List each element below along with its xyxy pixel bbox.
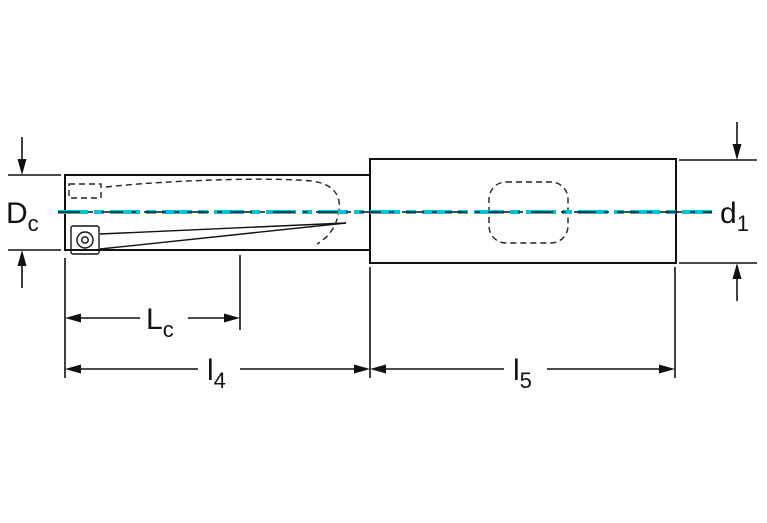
arrowhead-down: [17, 159, 27, 175]
dimension-l4: l4: [65, 354, 370, 393]
insert-screw-center: [81, 236, 89, 244]
hidden-insert-pocket: [68, 183, 102, 199]
arrowhead-right: [659, 364, 675, 374]
label-d1: d1: [720, 197, 749, 236]
arrowhead-up: [17, 250, 27, 266]
insert-screw: [76, 231, 94, 249]
arrowhead-left: [370, 364, 386, 374]
flute-edge-lower: [99, 222, 347, 250]
arrowhead-right: [224, 313, 240, 323]
arrowhead-left: [65, 313, 81, 323]
arrowhead-up: [732, 263, 742, 279]
arrowhead-down: [732, 144, 742, 160]
drill-tool: [64, 158, 677, 264]
arrowhead-left: [65, 364, 81, 374]
label-l5: l5: [513, 354, 532, 393]
arrowhead-right: [354, 364, 370, 374]
label-Dc: Dc: [6, 197, 39, 236]
label-l4: l4: [207, 354, 226, 393]
label-Lc: Lc: [146, 303, 174, 342]
dimension-Dc: Dc: [6, 137, 61, 288]
dimension-d1: d1: [679, 122, 757, 301]
dimension-l5: l5: [370, 354, 675, 393]
flute-edge-upper: [99, 222, 347, 235]
dimension-Lc: Lc: [65, 303, 240, 342]
hidden-flute-curve: [105, 178, 341, 245]
cutting-insert: [70, 225, 100, 255]
